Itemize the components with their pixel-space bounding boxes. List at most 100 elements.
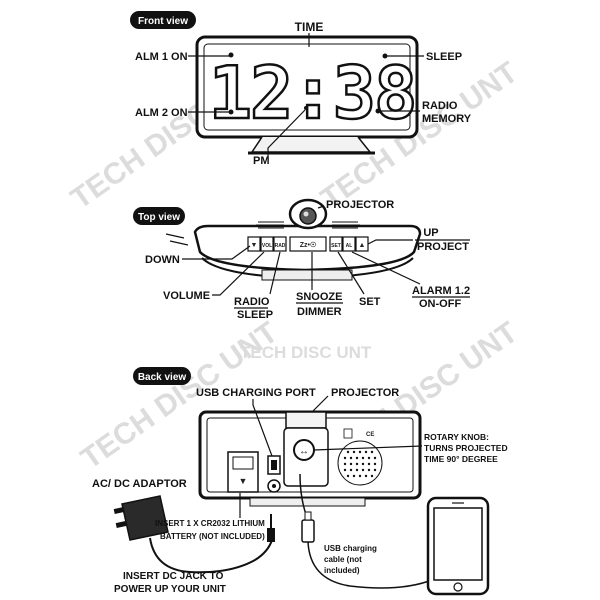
section-title-front: Front view — [138, 16, 188, 27]
top-view-section: Top view ▼ VOL RAD Zz•☉ SET AL ▲ — [133, 198, 470, 321]
rotary-arrow-icon: ↔ — [299, 446, 309, 457]
back-projector-housing — [285, 411, 327, 429]
label-memory: MEMORY — [422, 113, 472, 125]
label-usb-cable-1: USB charging — [324, 544, 377, 553]
clock-stand — [250, 136, 372, 153]
button-snooze-glyph: Zz•☉ — [300, 241, 317, 249]
button-down[interactable] — [247, 236, 261, 252]
adaptor-body-icon — [121, 495, 169, 541]
dc-jack-icon — [267, 528, 275, 542]
label-onoff: ON-OFF — [419, 298, 461, 310]
battery-cover-icon — [232, 456, 254, 470]
smartphone-screen-icon — [433, 507, 483, 581]
label-rotary-3: TIME 90° DEGREE — [424, 454, 498, 464]
label-adaptor: AC/ DC ADAPTOR — [92, 478, 187, 490]
button-volume-glyph-icon: VOL — [262, 243, 272, 249]
lcd-time-display: 12:38 — [209, 51, 416, 135]
label-projector-top: PROJECTOR — [326, 199, 394, 211]
label-alm2: ALM 2 ON — [135, 107, 188, 119]
ce-mark-icon: CE — [366, 432, 374, 438]
leader-projector-top — [317, 205, 325, 209]
leader-usb-port — [252, 399, 273, 457]
label-battery-2: BATTERY (NOT INCLUDED) — [160, 532, 265, 541]
projector-lens-icon — [299, 207, 317, 225]
label-rotary-1: ROTARY KNOB: — [424, 432, 489, 442]
section-title-back: Back view — [138, 372, 187, 383]
sleep-indicator-icon — [382, 53, 388, 59]
label-dc-2: POWER UP YOUR UNIT — [114, 584, 226, 595]
label-volume: VOLUME — [163, 290, 210, 302]
label-sleep: SLEEP — [426, 51, 462, 63]
motion-line — [165, 233, 185, 239]
dc-socket-pin-icon — [272, 484, 276, 488]
usb-port-slot-icon — [271, 460, 277, 470]
usb-cable-lower — [307, 541, 433, 589]
adaptor-cable — [149, 537, 273, 574]
label-radio: RADIO — [422, 100, 458, 112]
label-snooze: SNOOZE — [296, 291, 342, 303]
smartphone-home-button-icon — [453, 582, 463, 592]
label-projector-back: PROJECTOR — [331, 387, 399, 399]
label-sleep-top: SLEEP — [237, 309, 273, 321]
alm2-indicator-icon — [228, 109, 234, 115]
motion-line — [169, 240, 189, 246]
leader-set — [337, 251, 365, 295]
clock-back-stand — [249, 497, 366, 507]
label-alarm: ALARM 1.2 — [412, 285, 470, 297]
alm1-indicator-icon — [228, 52, 234, 58]
button-alarm-onoff[interactable] — [342, 236, 356, 252]
usb-plug-icon — [301, 519, 315, 543]
recycle-mark-icon — [343, 428, 353, 439]
section-pill-top — [133, 207, 185, 225]
usb-plug-tip-icon — [304, 511, 312, 521]
label-set: SET — [359, 296, 381, 308]
label-up: UP — [423, 227, 438, 239]
button-up-glyph-icon: ▲ — [359, 242, 366, 249]
label-time: TIME — [295, 20, 324, 34]
button-set-glyph-icon: SET — [331, 243, 341, 249]
label-radio-top: RADIO — [234, 296, 270, 308]
pm-indicator-icon — [304, 106, 308, 110]
label-project: PROJECT — [417, 241, 469, 253]
button-down-glyph-icon: ▼ — [251, 242, 258, 249]
button-volume[interactable] — [260, 236, 274, 252]
leader-projector-back — [311, 395, 329, 413]
clock-front-screen — [203, 43, 411, 131]
section-title-top: Top view — [138, 212, 180, 223]
label-down: DOWN — [145, 254, 180, 266]
button-snooze-dimmer[interactable] — [289, 236, 327, 252]
label-usb-port: USB CHARGING PORT — [196, 387, 316, 399]
label-usb-cable-3: included) — [324, 566, 360, 575]
button-radio-sleep[interactable] — [273, 236, 287, 252]
front-view-section: Front view 12:38 TIME ALM 1 ON ALM 2 ON … — [130, 11, 472, 167]
leader-pm — [267, 109, 306, 157]
button-set[interactable] — [329, 236, 343, 252]
label-alm1: ALM 1 ON — [135, 51, 188, 63]
label-pm: PM — [253, 155, 270, 167]
left-vent-grille-icon — [256, 221, 284, 229]
button-alarm-glyph-icon: AL — [346, 243, 353, 249]
label-dc-1: INSERT DC JACK TO — [123, 571, 224, 582]
watermark-text: TECH DISC UNT — [240, 343, 372, 362]
radio-memory-indicator-icon — [375, 108, 381, 114]
right-vent-grille-icon — [332, 221, 360, 229]
label-dimmer: DIMMER — [297, 306, 342, 318]
label-rotary-2: TURNS PROJECTED — [424, 443, 508, 453]
leader-rotary — [313, 445, 423, 451]
label-usb-cable-2: cable (not — [324, 555, 362, 564]
leader-up-project — [367, 239, 413, 245]
button-radio-glyph-icon: RAD — [275, 243, 286, 249]
leader-radio-sleep — [269, 251, 281, 295]
leader-alarm — [351, 251, 421, 285]
section-pill-front — [130, 11, 196, 29]
leader-volume — [212, 251, 265, 296]
label-battery-1: INSERT 1 X CR2032 LITHIUM — [155, 519, 265, 528]
section-pill-back — [133, 367, 191, 385]
speaker-holes — [343, 450, 377, 478]
battery-arrow-icon: ▼ — [239, 476, 248, 486]
lens-highlight-icon — [303, 211, 309, 217]
back-view-section: Back view ↔ CE ▼ USB CHARGING POR — [92, 367, 508, 596]
adaptor-prong-icon — [113, 507, 125, 514]
